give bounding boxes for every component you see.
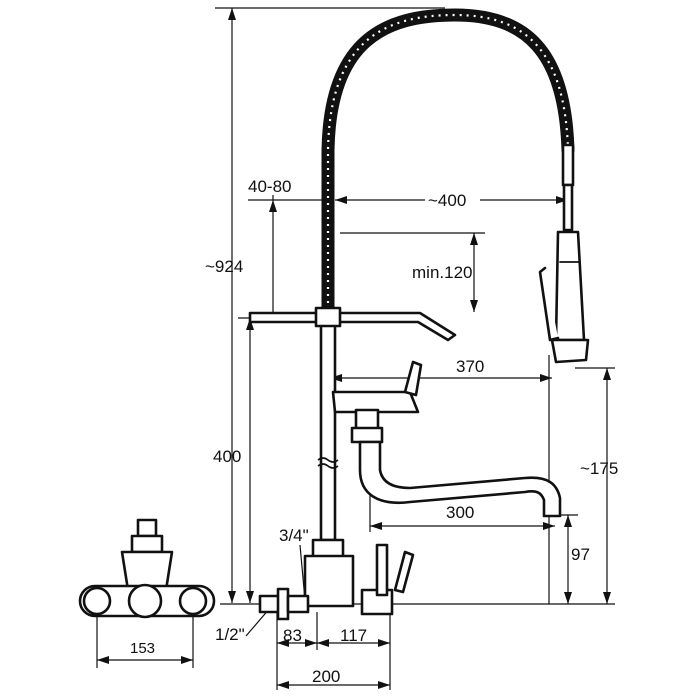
dim-projection: 200 <box>312 667 340 686</box>
dim-inlet-distance: 83 <box>283 626 302 645</box>
dimension-labels: ~924 ~400 40-80 min.120 400 370 ~175 300… <box>130 177 618 686</box>
front-center-hub <box>127 583 163 619</box>
dim-column-height: 400 <box>213 447 241 466</box>
hose-sleeve <box>561 143 575 187</box>
inlet-nut <box>286 594 310 614</box>
dim-clearance: min.120 <box>412 263 472 282</box>
column-pipe <box>319 308 337 542</box>
valve-lever <box>403 360 423 397</box>
spray-trigger <box>538 266 560 342</box>
front-right-eccentric <box>178 586 208 616</box>
spray-nozzle <box>550 338 590 364</box>
dim-adjust-range: 40-80 <box>248 177 291 196</box>
base-body <box>303 554 355 608</box>
dim-wall-thread: 1/2" <box>215 625 245 644</box>
dimension-lines <box>96 7 615 690</box>
dim-inlet-thread: 3/4" <box>279 526 309 545</box>
dim-spray-height: ~175 <box>580 459 618 478</box>
base-lever <box>393 550 415 594</box>
base-stem <box>375 543 389 597</box>
swivel-body <box>331 390 420 414</box>
swivel-nut <box>350 426 384 444</box>
dim-center-distance: 153 <box>130 640 155 657</box>
spray-head <box>554 230 586 342</box>
inlet-flange <box>276 587 290 621</box>
spout-pipe <box>358 440 562 518</box>
front-column-nut <box>130 534 164 554</box>
dim-spout-reach: 300 <box>446 503 474 522</box>
hose-pipe <box>562 183 574 232</box>
faucet-side-view <box>248 8 590 621</box>
dim-total-height: ~924 <box>205 257 243 276</box>
dim-hose-reach: ~400 <box>428 191 466 210</box>
dim-body-depth: 117 <box>340 626 367 645</box>
dim-swivel-reach: 370 <box>456 357 484 376</box>
front-left-eccentric <box>82 586 112 616</box>
front-column <box>136 518 158 538</box>
dim-spout-height: 97 <box>571 545 590 564</box>
holder-clamp <box>314 306 342 328</box>
holder-arm <box>248 311 457 342</box>
spring-coil <box>321 8 575 317</box>
faucet-front-view <box>78 518 216 619</box>
